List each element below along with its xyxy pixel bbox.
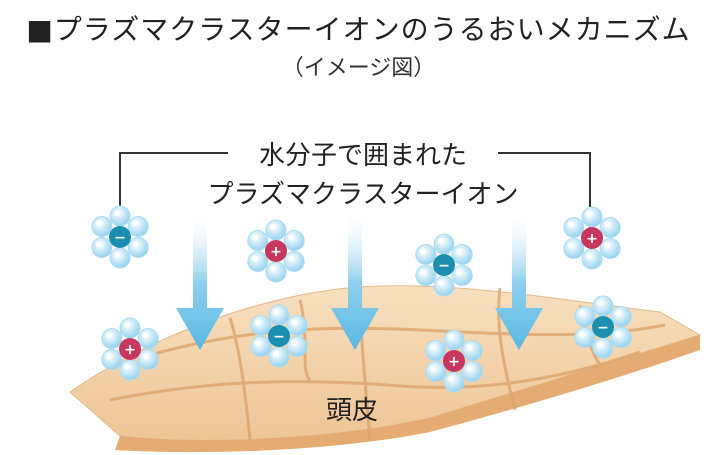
positive-ion-symbol: + (448, 354, 460, 370)
water-molecule (610, 327, 632, 348)
positive-ion-symbol: + (270, 244, 282, 260)
water-molecule (425, 361, 447, 382)
water-molecule (443, 329, 465, 351)
water-molecule (461, 340, 483, 361)
water-molecule (119, 317, 141, 339)
water-molecule (109, 205, 131, 227)
water-molecule (433, 233, 455, 255)
arrow-3 (495, 215, 543, 350)
negative-ion-cluster: − (250, 304, 308, 368)
arrow-1 (176, 215, 224, 350)
positive-ion-core (581, 227, 603, 249)
negative-ion-symbol: − (438, 258, 450, 274)
water-molecule (265, 219, 287, 241)
water-molecule (247, 251, 269, 272)
water-molecule (91, 216, 113, 237)
water-molecule (581, 248, 603, 270)
negative-ion-core (433, 254, 455, 276)
water-molecule (461, 361, 483, 382)
positive-ion-cluster: + (563, 206, 621, 270)
negative-ion-symbol: − (273, 329, 285, 345)
negative-ion-symbol: − (597, 320, 609, 336)
negative-ion-core (109, 226, 131, 248)
negative-ion-cluster: − (415, 233, 473, 297)
water-molecule (574, 327, 596, 348)
page-title: ■プラズマクラスターイオンのうるおいメカニズム (26, 13, 691, 46)
water-molecule (286, 336, 308, 357)
water-molecule (425, 340, 447, 361)
water-molecule (119, 359, 141, 381)
callout-line-1: 水分子で囲まれた (259, 141, 467, 171)
water-molecule (563, 238, 585, 259)
water-molecule (451, 265, 473, 286)
negative-ion-symbol: − (114, 230, 126, 246)
water-molecule (137, 328, 159, 349)
callout-line-2: プラズマクラスターイオン (208, 180, 519, 210)
water-molecule (433, 275, 455, 297)
water-molecule (286, 315, 308, 336)
water-molecule (610, 306, 632, 327)
positive-ion-cluster: + (101, 317, 159, 381)
water-molecule (443, 371, 465, 393)
water-molecule (265, 261, 287, 283)
arrow-2 (331, 215, 379, 350)
water-molecule (250, 336, 272, 357)
negative-ion-core (592, 316, 614, 338)
water-molecule (599, 238, 621, 259)
water-molecule (283, 230, 305, 251)
water-molecule (137, 349, 159, 370)
positive-ion-core (119, 338, 141, 360)
water-molecule (101, 328, 123, 349)
water-molecule (592, 337, 614, 359)
page-subtitle: （イメージ図） (281, 56, 436, 81)
water-molecule (109, 247, 131, 269)
water-molecule (574, 306, 596, 327)
water-molecule (599, 217, 621, 238)
water-molecule (581, 206, 603, 228)
positive-ion-symbol: + (124, 342, 136, 358)
water-molecule (451, 244, 473, 265)
water-molecule (415, 244, 437, 265)
water-molecule (91, 237, 113, 258)
water-molecule (101, 349, 123, 370)
water-molecule (247, 230, 269, 251)
water-molecule (415, 265, 437, 286)
ion-clusters: − + − + + − + − (91, 205, 632, 393)
water-molecule (250, 315, 272, 336)
water-molecule (283, 251, 305, 272)
positive-ion-symbol: + (586, 231, 598, 247)
positive-ion-core (443, 350, 465, 372)
water-molecule (592, 295, 614, 317)
water-molecule (563, 217, 585, 238)
negative-ion-cluster: − (91, 205, 149, 269)
water-molecule (268, 346, 290, 368)
water-molecule (127, 216, 149, 237)
water-molecule (268, 304, 290, 326)
positive-ion-cluster: + (247, 219, 305, 283)
negative-ion-core (268, 325, 290, 347)
negative-ion-cluster: − (574, 295, 632, 359)
scalp-surface (69, 285, 702, 453)
water-molecule (127, 237, 149, 258)
positive-ion-cluster: + (425, 329, 483, 393)
scalp-label: 頭皮 (326, 396, 378, 426)
positive-ion-core (265, 240, 287, 262)
